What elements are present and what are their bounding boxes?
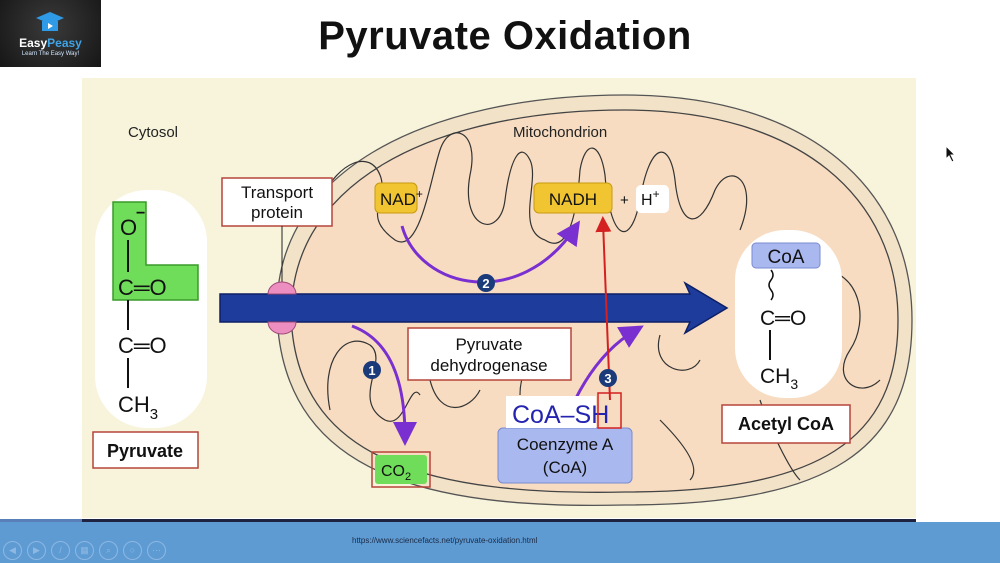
- nadh-badge: [533, 182, 613, 214]
- mitochondrion-label: Mitochondrion: [513, 124, 607, 141]
- coa-sh-bg: [506, 396, 596, 428]
- svg-text:C═O: C═O: [118, 275, 167, 300]
- previous-icon[interactable]: ◀: [3, 541, 22, 560]
- svg-text:2: 2: [482, 276, 489, 291]
- slide-progress: [0, 519, 82, 522]
- nad-reduction-arrow: [400, 220, 581, 284]
- svg-text:C═O: C═O: [118, 333, 167, 358]
- svg-text:+: +: [620, 192, 629, 209]
- svg-text:NAD+: NAD+: [380, 187, 423, 209]
- nad-badge: [374, 182, 418, 214]
- presentation-toolbar: https://www.sciencefacts.net/pyruvate-ox…: [0, 522, 1000, 563]
- pyruvate-label-box: [92, 431, 199, 469]
- slide-title: Pyruvate Oxidation: [318, 14, 692, 58]
- svg-text:3: 3: [604, 371, 611, 386]
- cytosol-label: Cytosol: [128, 124, 178, 141]
- h-plus-badge: [636, 185, 669, 213]
- svg-text:protein: protein: [251, 203, 303, 222]
- svg-text:dehydrogenase: dehydrogenase: [430, 356, 547, 375]
- coa-sh-label: CoA–SH: [512, 401, 609, 429]
- svg-text:CH3: CH3: [760, 365, 798, 392]
- step-2-badge: 2: [477, 274, 495, 292]
- logo-brand: EasyPeasy: [19, 36, 82, 50]
- step-3-badge: 3: [599, 369, 617, 387]
- svg-text:NADH: NADH: [549, 190, 597, 209]
- svg-text:Transport: Transport: [241, 183, 313, 202]
- source-url[interactable]: https://www.sciencefacts.net/pyruvate-ox…: [352, 536, 538, 545]
- graduation-cap-icon: [36, 12, 64, 31]
- pyruvate-molecule: O − C═O C═O CH3: [95, 190, 207, 428]
- svg-text:O: O: [120, 215, 137, 240]
- acetyl-coa-label: Acetyl CoA: [738, 414, 834, 434]
- svg-text:−: −: [136, 205, 145, 222]
- svg-text:(CoA): (CoA): [543, 458, 587, 477]
- decarboxylation-arrow: [351, 324, 417, 446]
- coa-attachment-arrow: [573, 325, 644, 401]
- hydrogen-highlight-box: [597, 392, 622, 429]
- svg-text:CH3: CH3: [118, 392, 158, 423]
- acetyl-coa-label-box: [721, 404, 851, 444]
- transport-protein-icon: [267, 281, 297, 335]
- step-1-badge: 1: [363, 361, 381, 379]
- svg-text:CoA: CoA: [768, 247, 805, 268]
- transport-protein-box: [221, 177, 333, 227]
- pen-icon[interactable]: /: [51, 541, 70, 560]
- svg-text:H+: H+: [641, 187, 660, 209]
- svg-text:CO2: CO2: [381, 463, 411, 483]
- next-icon[interactable]: ▶: [27, 541, 46, 560]
- pyruvate-flow-arrow: [219, 281, 729, 335]
- pointer-icon[interactable]: ○: [123, 541, 142, 560]
- pyruvate-label: Pyruvate: [107, 441, 183, 461]
- pyruvate-dehydrogenase-box: [407, 327, 572, 381]
- slides-icon[interactable]: ▦: [75, 541, 94, 560]
- acetyl-coa-molecule: CoA C═O CH3: [735, 230, 842, 398]
- logo-tagline: Learn The Easy Way!: [21, 51, 80, 57]
- zoom-icon[interactable]: ⌕: [99, 541, 118, 560]
- svg-text:C═O: C═O: [760, 307, 806, 330]
- svg-text:Pyruvate: Pyruvate: [455, 335, 522, 354]
- svg-text:Coenzyme A: Coenzyme A: [517, 435, 614, 454]
- slide-divider: [82, 519, 916, 522]
- svg-text:1: 1: [368, 363, 375, 378]
- co2-box: [371, 451, 431, 488]
- easypeasy-logo: EasyPeasy Learn The Easy Way!: [0, 0, 101, 67]
- more-icon[interactable]: ⋯: [147, 541, 166, 560]
- co2-fill: [375, 455, 427, 484]
- mouse-cursor-icon: [945, 145, 957, 163]
